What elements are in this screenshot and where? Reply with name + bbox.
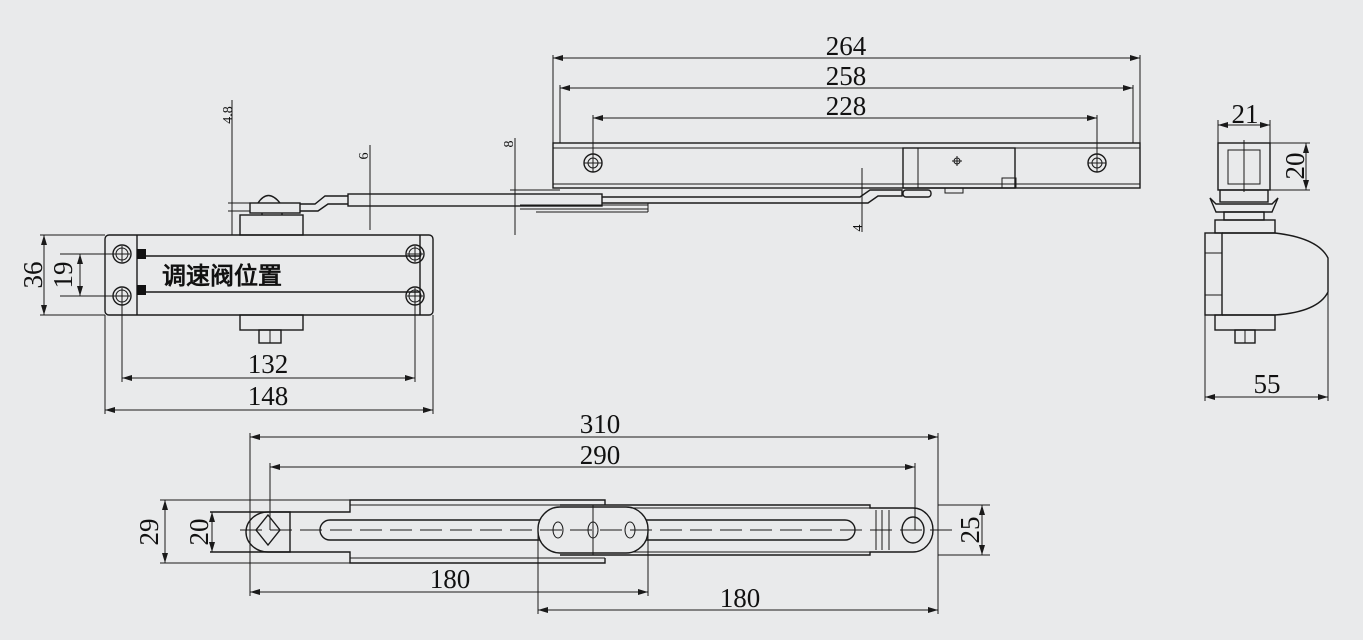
dim-height-body: 36	[18, 262, 48, 289]
screw-icon	[405, 244, 425, 264]
closer-body-front-view: 调速阀位置	[104, 193, 649, 344]
dim-track-width: 21	[1232, 99, 1259, 129]
dim-hole-spacing: 228	[826, 91, 867, 121]
dim-body-depth: 55	[1254, 369, 1281, 399]
front-view-dimensions: 36 19 132 148 4.8 6 8	[18, 100, 560, 414]
dim-track-inner: 258	[826, 61, 867, 91]
slide-track: 4	[552, 142, 1141, 232]
dim-height-inner: 20	[184, 519, 214, 546]
dim-width-body: 148	[248, 381, 289, 411]
dim-height-right: 25	[955, 517, 985, 544]
dim-6: 6	[357, 153, 372, 160]
track-dimensions: 264 258 228	[552, 31, 1141, 163]
arm-dimensions: 310 290 29 20 25 180 180	[134, 409, 990, 614]
dim-arm-left: 180	[430, 564, 471, 594]
dim-track-overall: 264	[826, 31, 867, 61]
side-view	[1204, 140, 1329, 344]
dim-height-outer: 29	[134, 519, 164, 546]
dim-width-holes: 132	[248, 349, 289, 379]
dim-arm-right: 180	[720, 583, 761, 613]
dim-arm-overall: 310	[580, 409, 621, 439]
dim-4: 4	[851, 225, 866, 232]
dim-height-holes: 19	[48, 262, 78, 289]
dim-8: 8	[502, 141, 517, 148]
arm-top-view	[210, 499, 960, 564]
valve-position-label: 调速阀位置	[162, 262, 282, 290]
dim-4-8: 4.8	[221, 106, 236, 124]
dim-arm-holes: 290	[580, 440, 621, 470]
side-view-dimensions: 21 20 55	[1204, 99, 1329, 401]
dim-track-height: 20	[1280, 153, 1310, 180]
